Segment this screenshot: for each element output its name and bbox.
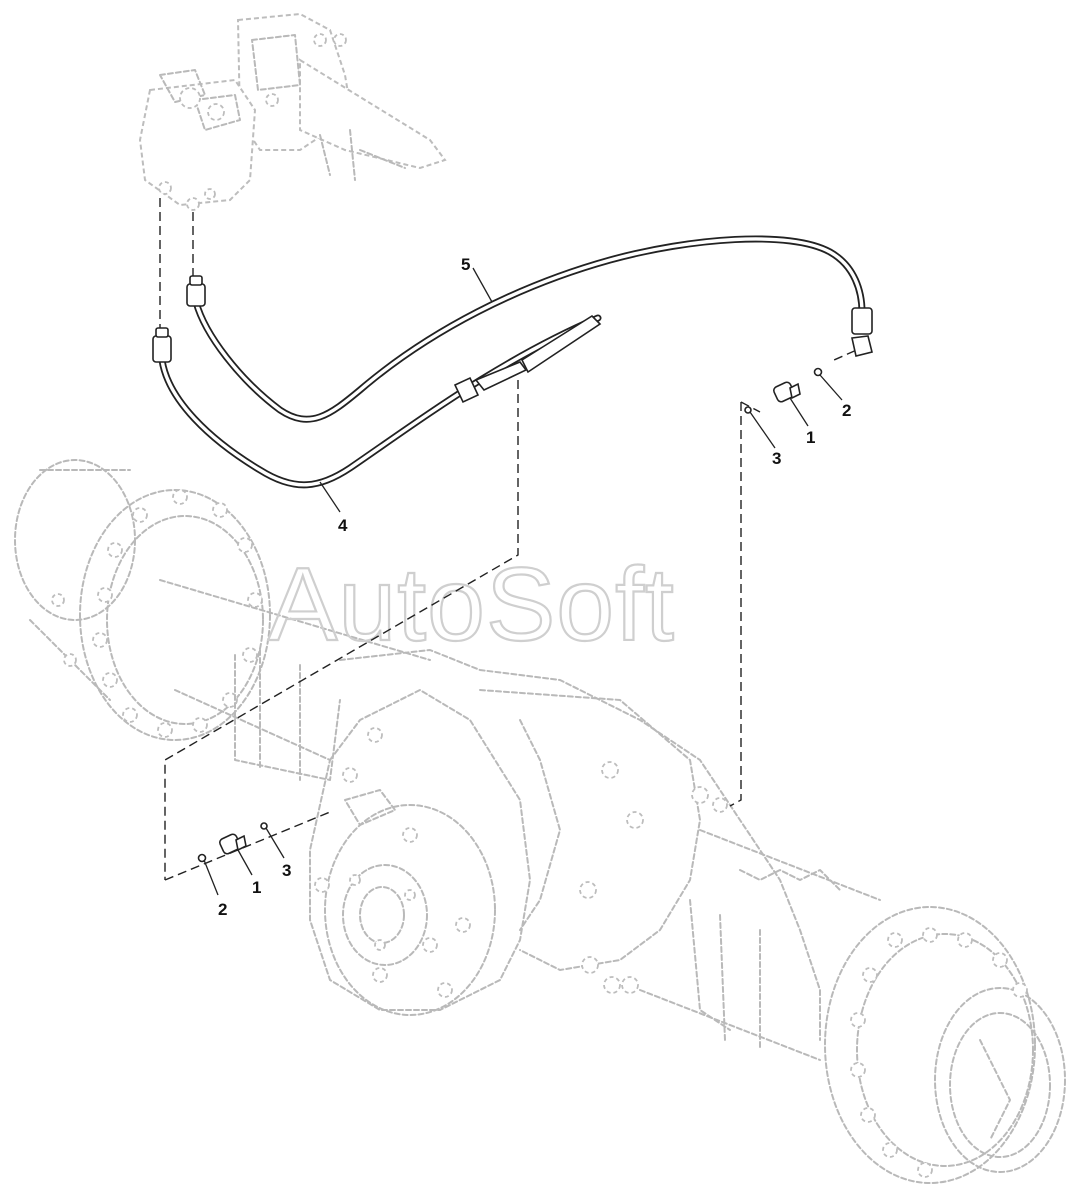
callout-3-left: 3 (282, 861, 291, 880)
brake-pipe-4 (152, 314, 602, 489)
callout-1-left: 1 (252, 878, 261, 897)
brake-valve-assembly (138, 12, 447, 211)
watermark-text: AutoSoft (268, 547, 675, 663)
callout-2-right: 2 (842, 401, 851, 420)
rear-axle-assembly (14, 459, 1066, 1184)
callout-labels: 5 4 1 2 3 1 2 3 (218, 255, 851, 919)
callout-5: 5 (461, 255, 470, 274)
callout-3-right: 3 (772, 449, 781, 468)
assembly-lines (159, 198, 869, 881)
right-fittings (744, 367, 823, 414)
leader-lines (203, 267, 843, 896)
callout-2-left: 2 (218, 900, 227, 919)
left-fittings (197, 822, 268, 863)
callout-1-right: 1 (806, 428, 815, 447)
brake-pipe-5 (186, 235, 873, 423)
callout-4: 4 (338, 516, 348, 535)
